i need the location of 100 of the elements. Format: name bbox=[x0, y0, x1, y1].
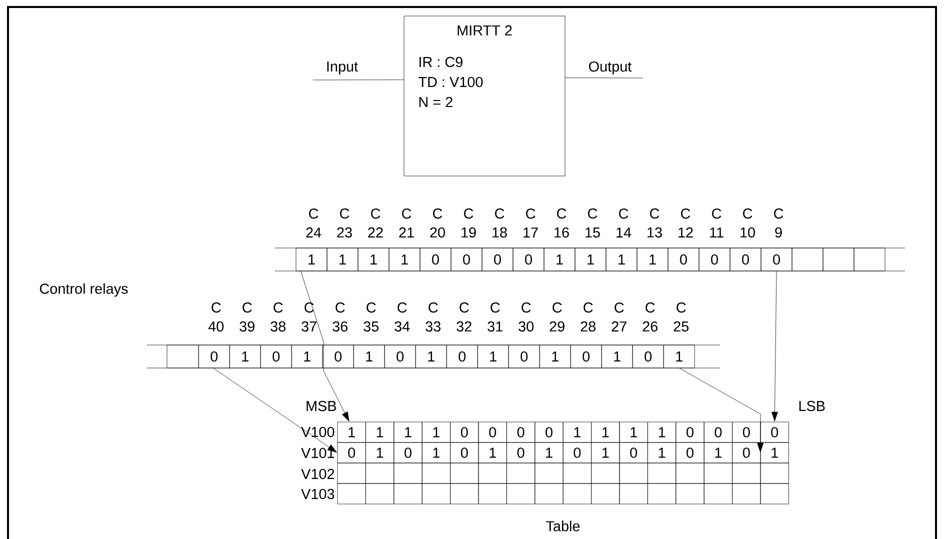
row-label: V103 bbox=[301, 488, 334, 500]
relay-label: C 38 bbox=[270, 302, 286, 332]
relay-cell: 1 bbox=[574, 248, 606, 272]
table-cell: 0 bbox=[732, 422, 761, 443]
table-cell: 1 bbox=[422, 422, 450, 443]
table-cell: 1 bbox=[337, 422, 366, 443]
relay-label: C 27 bbox=[612, 302, 626, 332]
table-cell: 0 bbox=[450, 422, 479, 443]
table-cell: 1 bbox=[591, 442, 620, 464]
relay-cell: 0 bbox=[260, 344, 292, 368]
empty-table-cell bbox=[534, 483, 564, 504]
table-cell: 0 bbox=[562, 442, 592, 464]
table-cell: 1 bbox=[648, 442, 676, 464]
empty-table-cell bbox=[676, 483, 704, 504]
empty-table-cell bbox=[394, 483, 422, 504]
edge-label: Input bbox=[327, 62, 358, 74]
relay-cell: 1 bbox=[544, 248, 576, 272]
relay-cell: 1 bbox=[388, 248, 420, 272]
bit-label: LSB bbox=[799, 400, 825, 412]
table-cell: 1 bbox=[591, 422, 620, 443]
table-cell: 0 bbox=[337, 442, 366, 464]
relay-label: C 16 bbox=[554, 208, 569, 238]
empty-table-cell bbox=[450, 462, 479, 484]
arrow bbox=[213, 368, 337, 453]
empty-table-cell bbox=[562, 483, 592, 504]
table-cell: 0 bbox=[394, 442, 422, 464]
empty-table-cell bbox=[619, 483, 648, 504]
table-cell: 1 bbox=[534, 442, 564, 464]
table-cell: 1 bbox=[648, 422, 676, 443]
empty-table-cell bbox=[422, 483, 450, 504]
relay-label: C 21 bbox=[399, 208, 414, 238]
relay-cell: 0 bbox=[668, 248, 700, 272]
empty-table-cell bbox=[619, 462, 648, 484]
relay-cell: 1 bbox=[606, 248, 638, 272]
bit-label: MSB bbox=[306, 400, 336, 412]
relay-label: C 18 bbox=[492, 208, 507, 238]
empty-table-cell bbox=[337, 462, 366, 484]
table-cell: 0 bbox=[732, 442, 761, 464]
relay-label: C 24 bbox=[306, 208, 322, 238]
function-box: MIRTT 2 IR : C9 TD : V100 N = 2 bbox=[404, 16, 566, 176]
empty-relay-cell bbox=[166, 344, 199, 368]
empty-table-cell bbox=[478, 462, 507, 484]
relay-cell: 1 bbox=[353, 344, 385, 368]
relay-label: C 19 bbox=[462, 208, 476, 238]
table-cell: 1 bbox=[394, 422, 422, 443]
relay-cell: 1 bbox=[358, 248, 390, 272]
relay-label: C 14 bbox=[616, 208, 632, 238]
relay-label: C 36 bbox=[332, 302, 348, 332]
table-cell: 0 bbox=[760, 422, 789, 443]
relay-cell: 1 bbox=[229, 344, 261, 368]
table-cell: 0 bbox=[704, 422, 732, 443]
table-cell: 0 bbox=[506, 422, 536, 443]
empty-table-cell bbox=[450, 483, 479, 504]
relay-cell: 0 bbox=[508, 344, 540, 368]
relay-cell: 1 bbox=[415, 344, 447, 368]
relay-label: C 28 bbox=[580, 302, 596, 332]
relay-label: C 22 bbox=[368, 208, 383, 238]
empty-table-cell bbox=[562, 462, 592, 484]
relay-label: C 32 bbox=[456, 302, 472, 332]
empty-table-cell bbox=[704, 483, 732, 504]
table-cell: 1 bbox=[562, 422, 592, 443]
empty-table-cell bbox=[732, 483, 761, 504]
row-label: V100 bbox=[301, 426, 334, 438]
relay-label: C 34 bbox=[394, 302, 410, 332]
relay-label: C 17 bbox=[524, 208, 538, 238]
empty-table-cell bbox=[591, 483, 620, 504]
relay-cell: 0 bbox=[384, 344, 416, 368]
empty-table-cell bbox=[337, 483, 366, 504]
table-cell: 1 bbox=[704, 442, 732, 464]
relay-cell: 0 bbox=[420, 248, 452, 272]
table-cell: 1 bbox=[760, 442, 789, 464]
arrow bbox=[300, 271, 350, 422]
table-cell: 0 bbox=[619, 442, 648, 464]
relay-label: C 20 bbox=[430, 208, 445, 238]
relay-cell: 0 bbox=[450, 248, 482, 272]
table-cell: 1 bbox=[619, 422, 648, 443]
relay-label: C 39 bbox=[240, 302, 254, 332]
empty-table-cell bbox=[422, 462, 450, 484]
relay-label: C 9 bbox=[774, 208, 784, 238]
relay-cell: 0 bbox=[446, 344, 478, 368]
table-cell: 0 bbox=[676, 422, 704, 443]
table-cell: 1 bbox=[366, 422, 394, 443]
empty-relay-cell bbox=[822, 248, 854, 272]
relay-label: C 13 bbox=[648, 208, 662, 238]
empty-table-cell bbox=[648, 483, 676, 504]
table-cell: 0 bbox=[676, 442, 704, 464]
empty-relay-cell bbox=[854, 248, 886, 272]
relay-label: C 11 bbox=[710, 208, 724, 238]
empty-table-cell bbox=[648, 462, 676, 484]
table-cell: 0 bbox=[506, 442, 536, 464]
relay-cell: 0 bbox=[322, 344, 354, 368]
relay-cell: 1 bbox=[601, 344, 633, 368]
table-cell: 1 bbox=[366, 442, 394, 464]
table-cell: 0 bbox=[478, 422, 507, 443]
relay-label: C 30 bbox=[518, 302, 534, 332]
relay-cell: 1 bbox=[477, 344, 509, 368]
empty-table-cell bbox=[704, 462, 732, 484]
relay-cell: 0 bbox=[632, 344, 664, 368]
relay-cell: 0 bbox=[482, 248, 514, 272]
relay-label: C 23 bbox=[337, 208, 352, 238]
